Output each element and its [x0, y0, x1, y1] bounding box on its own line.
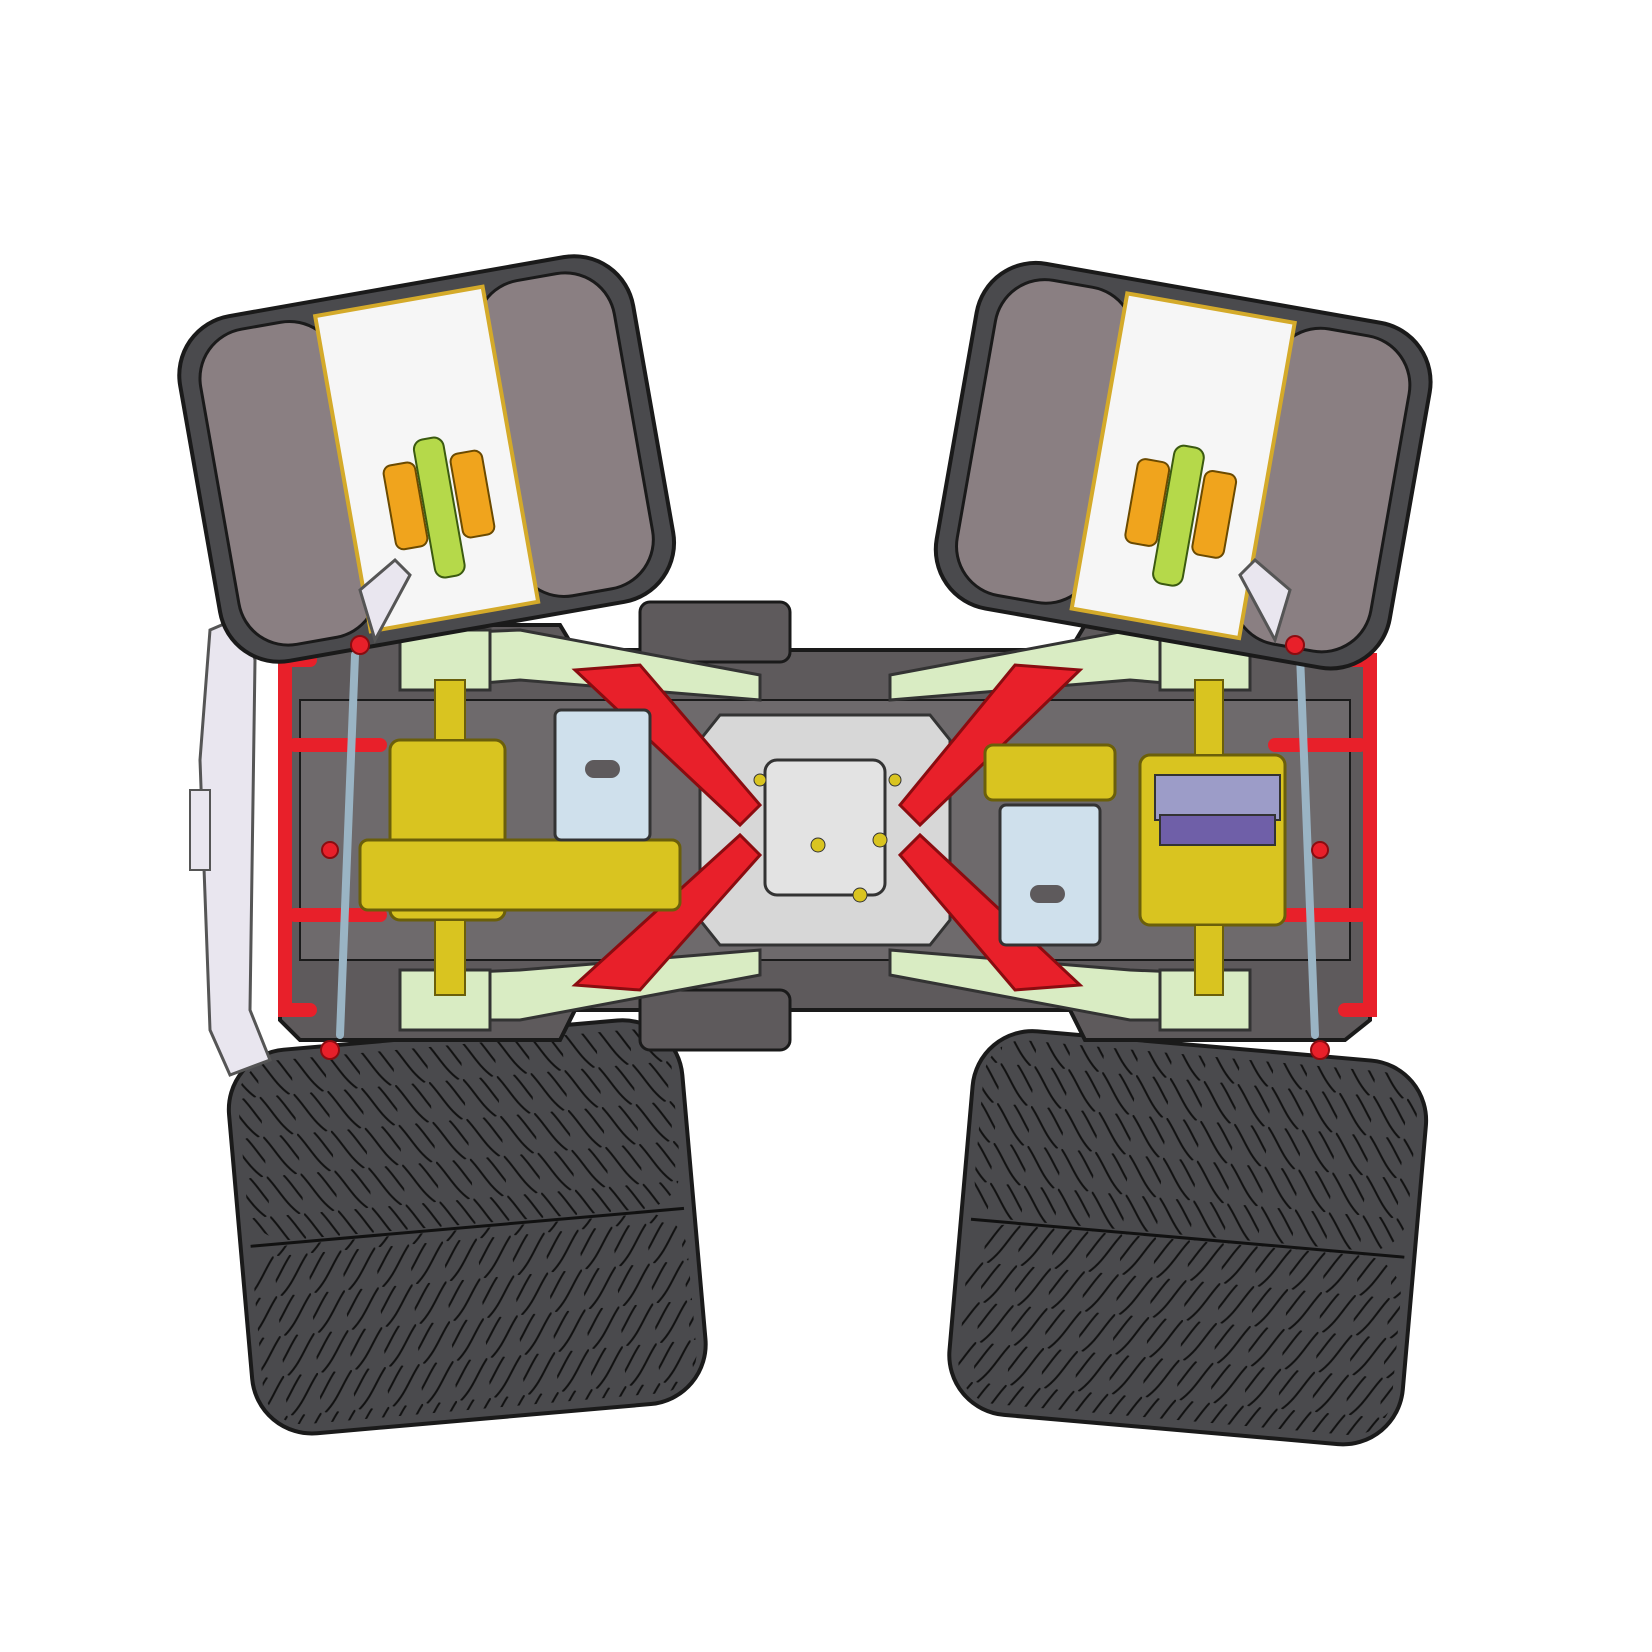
bumper	[189, 612, 272, 1077]
right-gearbox	[983, 679, 1287, 996]
left-gearbox	[358, 679, 682, 996]
front-right-tire-cutaway	[933, 260, 1433, 671]
right-motor	[998, 803, 1102, 947]
left-motor	[553, 708, 652, 842]
knuckle-arms	[358, 557, 1292, 644]
rod-ends	[320, 635, 1330, 1060]
steering-rods	[336, 651, 1319, 1039]
rear-right-tire	[947, 1029, 1429, 1447]
front-left-tire-cutaway	[177, 254, 677, 664]
rear-left-tire	[226, 1018, 708, 1436]
suspension-arms	[398, 628, 1252, 1032]
skid-plate	[698, 713, 952, 947]
